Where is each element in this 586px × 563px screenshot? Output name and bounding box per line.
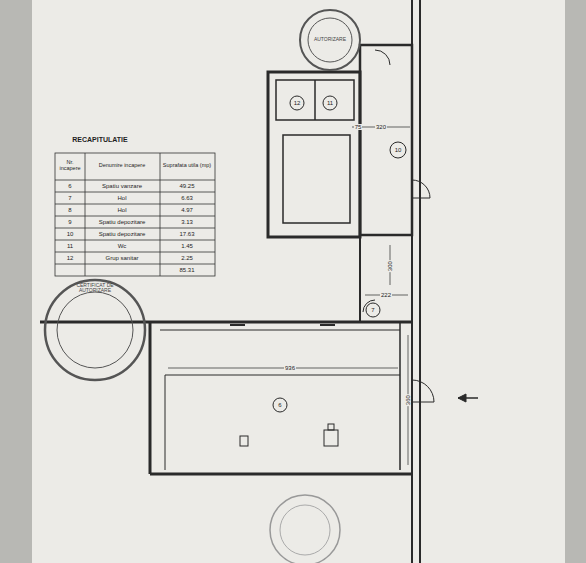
table-cell: 17.63 [179, 231, 194, 237]
table-cell: Hol [117, 207, 126, 213]
table-title: RECAPITULATIE [72, 136, 127, 143]
callout-number: 7 [371, 307, 374, 313]
table-header: Suprafata utila (mp) [161, 163, 213, 169]
table-cell: Grup sanitar [105, 255, 138, 261]
table-total: 85.31 [179, 267, 194, 273]
dimension: 360 [405, 394, 411, 406]
table-cell: 6 [68, 183, 71, 189]
dimension: 936 [284, 365, 296, 371]
table-cell: 2.25 [181, 255, 193, 261]
callout-number: 11 [327, 100, 333, 106]
dimension: 320 [375, 124, 387, 130]
table-cell: 1.45 [181, 243, 193, 249]
table-cell: 6.63 [181, 195, 193, 201]
callout-number: 10 [395, 147, 402, 153]
stamp-text: CERTIFICAT DE AUTORIZARE [65, 283, 125, 294]
table-cell: 11 [67, 243, 73, 249]
table-cell: Spatiu vanzare [102, 183, 142, 189]
dimension: 300 [387, 260, 393, 272]
stamp-text: AUTORIZARE [310, 37, 350, 42]
table-cell: 4.97 [181, 207, 193, 213]
dimension: 75 [354, 124, 363, 130]
callout-number: 6 [278, 402, 281, 408]
paper [32, 0, 565, 563]
table-cell: Spatiu depozitare [99, 231, 146, 237]
stamps [45, 10, 360, 563]
table-cell: 49.25 [179, 183, 194, 189]
summary-table [55, 153, 215, 276]
table-cell: 12 [67, 255, 74, 261]
table-cell: Spatiu depozitare [99, 219, 146, 225]
table-header: Nr. incapere [56, 160, 84, 172]
table-cell: Wc [118, 243, 127, 249]
dimension: 222 [380, 292, 392, 298]
table-cell: Hol [117, 195, 126, 201]
walls [40, 0, 478, 563]
table-cell: 3.13 [181, 219, 193, 225]
table-cell: 9 [68, 219, 71, 225]
table-header: Denumire incapere [87, 163, 157, 169]
table-cell: 8 [68, 207, 71, 213]
table-cell: 10 [67, 231, 74, 237]
table-cell: 7 [68, 195, 71, 201]
callout-number: 12 [294, 100, 301, 106]
